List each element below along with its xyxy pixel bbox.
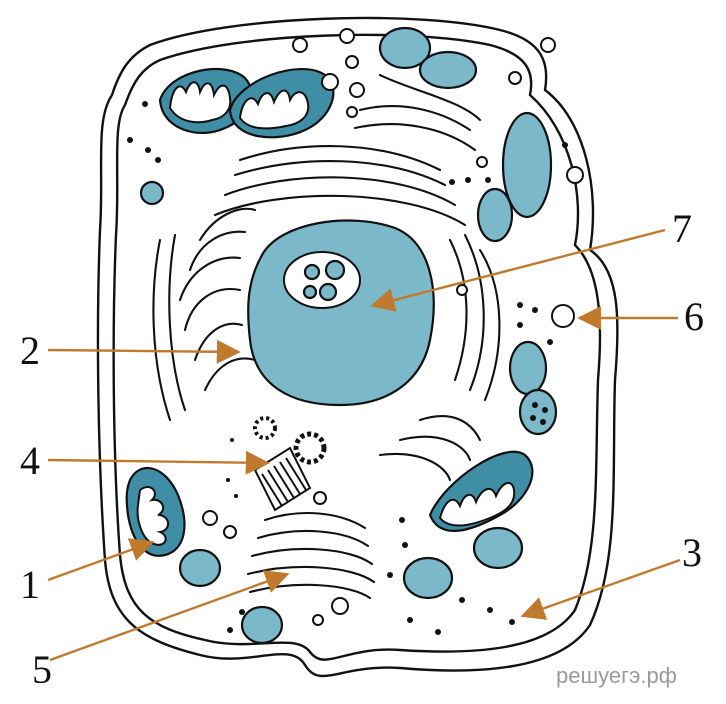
mitochondrion-cristae bbox=[238, 89, 310, 130]
nucleolus-granule bbox=[324, 259, 346, 281]
vesicle-blue bbox=[418, 50, 478, 90]
label-1: 1 bbox=[20, 562, 40, 607]
arrow-5 bbox=[49, 570, 290, 662]
arrow-3 bbox=[520, 558, 681, 620]
arrow-1 bbox=[47, 538, 155, 582]
nucleolus-granule bbox=[318, 282, 338, 302]
mitochondrion-cristae bbox=[168, 81, 232, 124]
arrow-2 bbox=[47, 339, 241, 364]
label-arrows bbox=[47, 228, 681, 662]
vesicle-blue bbox=[508, 340, 548, 396]
label-5: 5 bbox=[32, 647, 52, 692]
lysosome-granule bbox=[530, 415, 536, 421]
lysosome-granule bbox=[532, 402, 538, 408]
nucleolus-granule bbox=[303, 263, 321, 281]
lysosome-granule bbox=[542, 407, 548, 413]
label-3: 3 bbox=[682, 530, 702, 575]
small-vesicles bbox=[202, 28, 584, 626]
nucleolus-granule bbox=[302, 284, 318, 300]
mitochondrion-cristae bbox=[438, 481, 516, 527]
endoplasmic-reticulum bbox=[152, 73, 501, 482]
label-2: 2 bbox=[20, 328, 40, 373]
vesicle-blue bbox=[501, 111, 553, 219]
vesicle-blue bbox=[139, 180, 165, 206]
lysosome-granule bbox=[540, 419, 546, 425]
label-4: 4 bbox=[20, 438, 40, 483]
label-7: 7 bbox=[672, 206, 692, 251]
label-6: 6 bbox=[684, 294, 704, 339]
lysosome bbox=[518, 388, 558, 436]
watermark-text: решуегэ.рф bbox=[556, 663, 677, 688]
nucleus bbox=[247, 219, 435, 407]
vesicle-blue bbox=[178, 548, 222, 588]
vesicle-blue bbox=[240, 605, 284, 645]
cell-membrane-inner bbox=[112, 33, 602, 661]
arrow-7 bbox=[370, 228, 666, 312]
vesicle-blue bbox=[476, 187, 514, 243]
ribosomes bbox=[127, 101, 568, 635]
nucleolus-container bbox=[283, 251, 361, 309]
vesicle-blue bbox=[402, 556, 454, 600]
arrow-4 bbox=[47, 450, 270, 475]
vesicle-blue bbox=[472, 526, 524, 570]
vesicle-blue bbox=[378, 26, 432, 70]
